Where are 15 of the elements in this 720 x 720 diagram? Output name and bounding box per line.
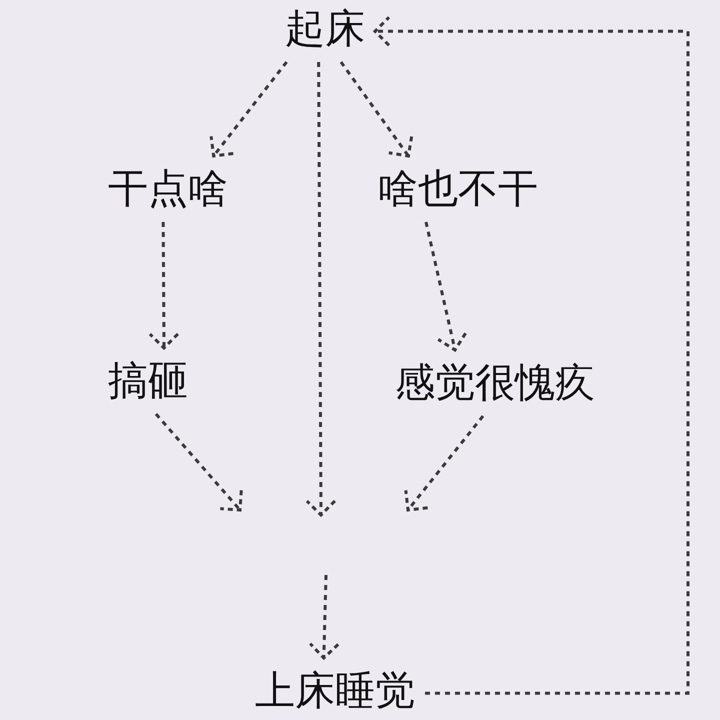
step-label: 干点啥: [108, 166, 228, 212]
dashed-arrow: [154, 413, 243, 512]
dashed-arrow: [424, 222, 468, 352]
dashed-arrow: [340, 61, 414, 158]
step-label: 感觉很愧疚: [395, 360, 595, 406]
dashed-arrow: [404, 415, 484, 512]
step-label: 搞砸: [108, 358, 188, 404]
step-label: 上床睡觉: [255, 668, 415, 714]
step-label: 啥也不干: [378, 166, 538, 212]
step-label: 起床: [285, 6, 365, 52]
dashed-arrow: [210, 61, 288, 158]
dashed-arrow: [305, 62, 336, 516]
dashed-arrow: [374, 16, 690, 695]
dashed-arrow: [148, 222, 180, 350]
dashed-arrow: [308, 574, 340, 660]
